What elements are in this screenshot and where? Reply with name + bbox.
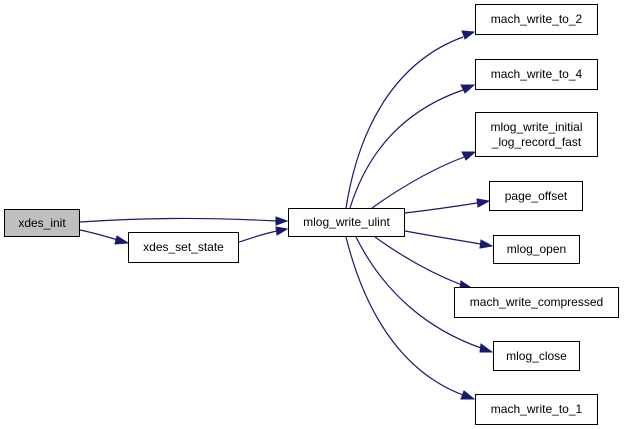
node-xdes-set-state[interactable]: xdes_set_state (128, 232, 239, 263)
edge-xdes-init-to-mlog-write-ulint (79, 217, 278, 223)
node-mach-write-compressed[interactable]: mach_write_compressed (454, 287, 619, 318)
node-mlog-close[interactable]: mlog_close (493, 341, 580, 371)
edge-mlog-write-ulint-to-mlog-open (404, 230, 482, 245)
edge-mlog-write-ulint-to-page-offset (404, 202, 478, 214)
node-xdes-init: xdes_init (4, 209, 80, 237)
edge-xdes-init-to-xdes-set-state (79, 229, 119, 241)
arrowhead-xdes-init-to-xdes-set-state (114, 235, 130, 245)
edge-mlog-write-ulint-to-mach-write-to-2 (345, 36, 464, 209)
edge-mlog-write-ulint-to-mlog-close (355, 236, 482, 349)
node-page-offset[interactable]: page_offset (489, 181, 583, 211)
edge-mlog-write-ulint-to-mach-write-compressed (374, 236, 463, 286)
node-mlog-write-initial-log-record-fast[interactable]: mlog_write_initial _log_record_fast (475, 112, 598, 157)
edge-mlog-write-ulint-to-mach-write-to-1 (345, 236, 464, 396)
edge-mlog-write-ulint-to-mach-write-to-4 (349, 89, 464, 209)
node-mach-write-to-2[interactable]: mach_write_to_2 (475, 4, 598, 35)
arrowhead-mlog-write-ulint-to-mlog-close (479, 343, 494, 353)
arrowhead-mlog-write-ulint-to-mlog-write-initial-log-record-fast (461, 151, 477, 161)
arrowhead-mlog-write-ulint-to-page-offset (476, 198, 491, 208)
edge-mlog-write-ulint-to-mlog-write-initial-log-record-fast (371, 156, 465, 209)
arrowhead-mlog-write-ulint-to-mlog-open (479, 239, 494, 249)
node-mlog-write-ulint[interactable]: mlog_write_ulint (288, 208, 405, 237)
node-mach-write-to-1[interactable]: mach_write_to_1 (475, 394, 598, 425)
arrowhead-xdes-init-to-mlog-write-ulint (275, 216, 289, 226)
arrowhead-mlog-write-ulint-to-mach-write-to-2 (461, 30, 476, 40)
node-mlog-open[interactable]: mlog_open (493, 235, 580, 264)
edge-xdes-set-state-to-mlog-write-ulint (238, 230, 278, 243)
node-mach-write-to-4[interactable]: mach_write_to_4 (475, 59, 598, 90)
arrowhead-mlog-write-ulint-to-mach-write-to-4 (460, 84, 476, 94)
arrowhead-xdes-set-state-to-mlog-write-ulint (275, 226, 289, 236)
arrowhead-mlog-write-ulint-to-mach-write-to-1 (460, 390, 476, 400)
